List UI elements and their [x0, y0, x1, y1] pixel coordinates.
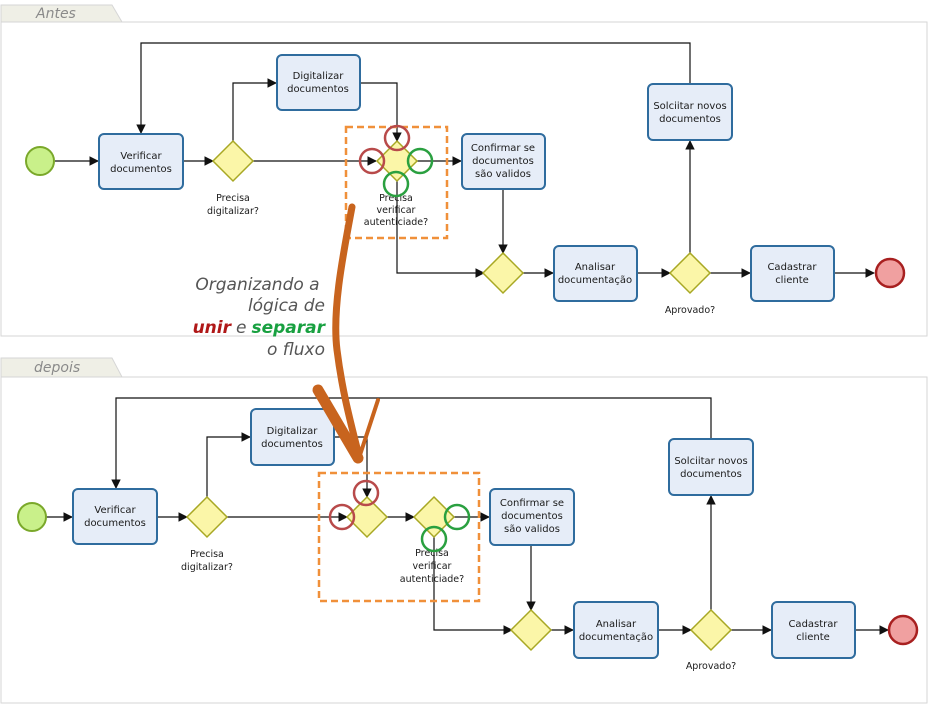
annotation-line-1: Organizando a [195, 275, 319, 295]
gateway-join [345, 495, 389, 539]
svg-text:Aprovado?: Aprovado? [665, 305, 715, 316]
end-event [887, 614, 919, 646]
panel-before-label: Antes [35, 6, 76, 22]
end-event [874, 257, 906, 289]
gateway-merge [481, 251, 525, 295]
split-circles-before [382, 147, 434, 198]
annotation-line-4: o fluxo [267, 340, 325, 360]
gateway-aprovado: Aprovado? [665, 251, 715, 316]
merge-circles-after [328, 479, 380, 531]
merge-circles-before [358, 124, 411, 175]
transformation-arrow [312, 203, 380, 464]
start-event [17, 502, 47, 532]
svg-text:o fluxo: o fluxo [267, 340, 325, 360]
start-event [25, 146, 55, 176]
panel-after-label: depois [34, 360, 80, 376]
gateway-aprovado: Aprovado? [686, 608, 736, 672]
highlight-box-after [317, 471, 481, 603]
annotation-line-2: lógica de [248, 296, 325, 316]
flows-before [55, 42, 875, 278]
annotation-word-e: e [236, 318, 246, 338]
annotation-word-unir: unir [193, 318, 233, 338]
split-circles-after [420, 503, 471, 553]
annotation-word-separar: separar [251, 318, 326, 338]
svg-text:Organizando a lógica de: Organizando a lógica de [195, 275, 325, 316]
gateway-merge [509, 608, 553, 652]
svg-text:Aprovado?: Aprovado? [686, 661, 736, 672]
